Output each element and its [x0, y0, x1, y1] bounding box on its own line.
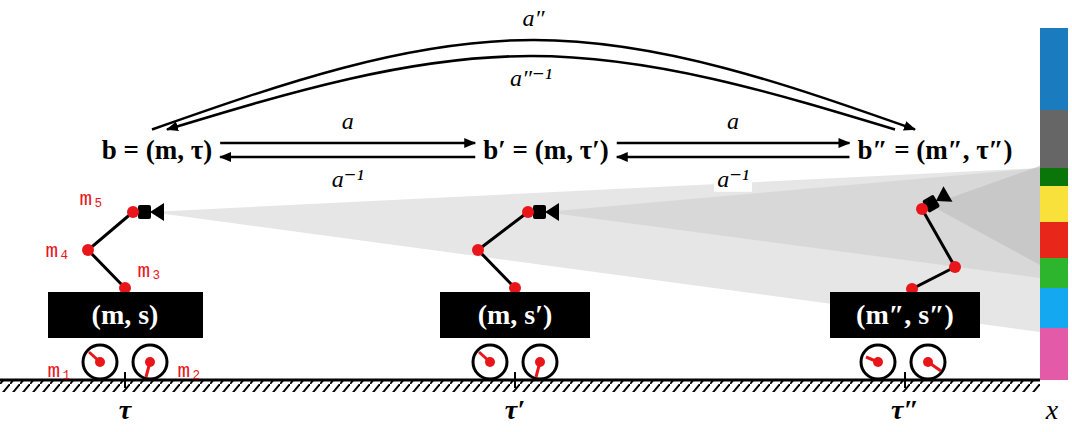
state-label-box: b = (m, τ) [98, 133, 216, 168]
state-label: b″ = (m″, τ″) [857, 135, 1012, 166]
robot [82, 203, 167, 379]
action-arrow [220, 142, 475, 145]
action-label: a [339, 108, 357, 134]
axis-label: x [1044, 395, 1060, 426]
position-label: τ″ [889, 395, 921, 426]
state-label: b = (m, τ) [102, 135, 212, 166]
position-tick [125, 372, 905, 388]
view-fan [150, 168, 1040, 332]
robot-state-label: (m, s) [92, 297, 159, 333]
action-label: a⁻¹ [714, 166, 752, 192]
action-arrow [617, 156, 850, 159]
action-arrow [152, 40, 915, 130]
action-arrow [167, 56, 895, 130]
robot-body: (m″, s″) [830, 292, 980, 338]
joint-label: m₁ [47, 360, 72, 383]
action-label: a [724, 108, 742, 134]
state-label-box: b′ = (m, τ′) [479, 133, 613, 168]
action-label: a⁻¹ [329, 166, 367, 192]
action-arrow [617, 142, 850, 145]
robot-state-label: (m, s′) [478, 297, 553, 333]
position-label: τ′ [503, 395, 527, 426]
action-arrow [220, 156, 475, 159]
joint-label: m₃ [137, 260, 162, 283]
position-label: τ [117, 395, 133, 426]
action-label: a″ [519, 5, 547, 31]
robot-state-label: (m″, s″) [856, 297, 954, 333]
joint-label: m₄ [45, 240, 70, 263]
joint-label: m₅ [79, 188, 104, 211]
robot-body: (m, s) [48, 292, 203, 338]
robot-body: (m, s′) [440, 292, 590, 338]
state-label: b′ = (m, τ′) [483, 135, 609, 166]
joint-label: m₂ [177, 360, 202, 383]
ground-hatch [0, 381, 1040, 392]
action-label: a″⁻¹ [507, 65, 555, 91]
robot [861, 186, 961, 379]
color-bar [1040, 28, 1068, 380]
robot [472, 203, 559, 379]
state-label-box: b″ = (m″, τ″) [853, 133, 1016, 168]
